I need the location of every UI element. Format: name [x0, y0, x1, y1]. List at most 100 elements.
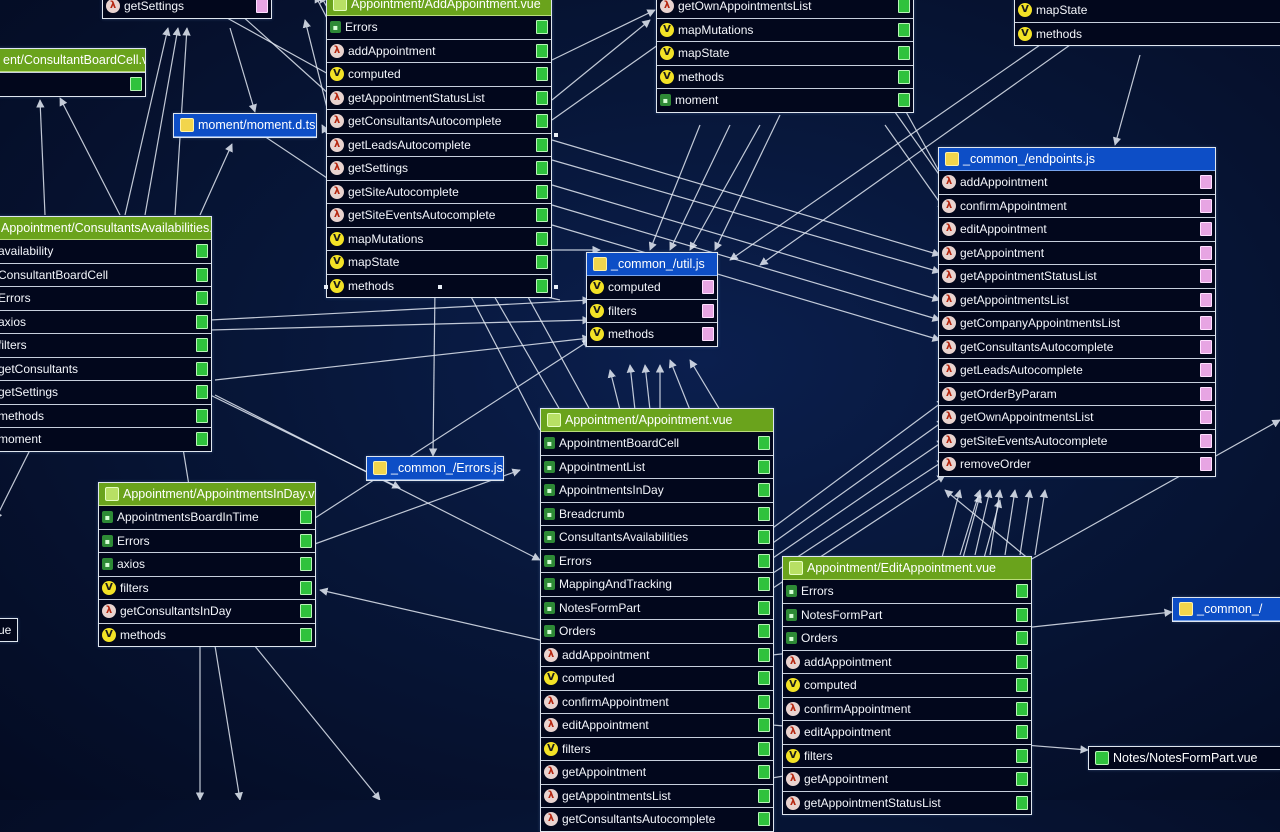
port-icon[interactable] [1200, 292, 1212, 307]
port-icon[interactable] [758, 671, 770, 686]
port-icon[interactable] [1200, 339, 1212, 354]
port-icon[interactable] [1016, 678, 1028, 693]
port-icon[interactable] [898, 93, 910, 108]
port-icon[interactable] [196, 385, 208, 400]
port-icon[interactable] [536, 278, 548, 293]
node-edit-appointment[interactable]: Appointment/EditAppointment.vue ▪Errors▪… [782, 556, 1032, 815]
node-row[interactable]: filters [0, 333, 211, 357]
node-row[interactable]: ▪Errors [327, 16, 551, 39]
node-row[interactable]: ▪AppointmentBoardCell [541, 432, 773, 455]
node-header[interactable]: Appointment/Appointment.vue [541, 409, 773, 432]
port-icon[interactable] [536, 161, 548, 176]
port-icon[interactable] [1016, 701, 1028, 716]
port-icon[interactable] [758, 741, 770, 756]
selection-handle[interactable] [438, 285, 442, 289]
port-icon[interactable] [758, 694, 770, 709]
node-row[interactable]: ▪AppointmentList [541, 454, 773, 479]
node-left-edge-fragment[interactable]: ue [0, 618, 18, 642]
node-header[interactable]: _common_/ [1173, 598, 1280, 621]
node-row[interactable] [0, 72, 145, 96]
port-icon[interactable] [758, 788, 770, 803]
port-icon[interactable] [1200, 386, 1212, 401]
port-icon[interactable] [300, 557, 312, 572]
node-header[interactable]: moment/moment.d.ts [174, 114, 316, 137]
port-icon[interactable] [1200, 363, 1212, 378]
port-icon[interactable] [758, 436, 770, 451]
node-row[interactable]: ▪Orders [541, 619, 773, 643]
node-notes-formpart[interactable]: Notes/NotesFormPart.vue [1088, 746, 1280, 770]
node-row[interactable]: ▪AppointmentsInDay [541, 478, 773, 502]
port-icon[interactable] [536, 208, 548, 223]
port-icon[interactable] [1200, 222, 1212, 237]
node-consultants-availabilities[interactable]: Appointment/ConsultantsAvailabilities.vu… [0, 216, 212, 452]
port-icon[interactable] [536, 90, 548, 105]
node-row[interactable]: moment [0, 427, 211, 451]
node-header[interactable]: Notes/NotesFormPart.vue [1089, 747, 1280, 769]
port-icon[interactable] [1016, 725, 1028, 740]
port-icon[interactable] [758, 765, 770, 780]
port-icon[interactable] [1016, 584, 1028, 599]
port-icon[interactable] [536, 231, 548, 246]
node-row[interactable]: ▪Errors [783, 580, 1031, 603]
port-icon[interactable] [1200, 433, 1212, 448]
port-icon[interactable] [898, 46, 910, 61]
port-icon[interactable] [256, 0, 268, 14]
port-icon[interactable] [536, 67, 548, 82]
port-icon[interactable] [898, 69, 910, 84]
port-icon[interactable] [898, 22, 910, 37]
port-icon[interactable] [758, 624, 770, 639]
node-common-right-edge[interactable]: _common_/ [1172, 597, 1280, 622]
node-header[interactable]: Appointment/EditAppointment.vue [783, 557, 1031, 580]
node-row[interactable]: Errors [0, 286, 211, 310]
port-icon[interactable] [1016, 748, 1028, 763]
port-icon[interactable] [758, 553, 770, 568]
node-row[interactable]: ▪NotesFormPart [783, 602, 1031, 627]
port-icon[interactable] [1200, 198, 1212, 213]
port-icon[interactable] [758, 483, 770, 498]
node-row[interactable]: getSettings [0, 380, 211, 404]
port-icon[interactable] [300, 627, 312, 642]
node-row[interactable]: axios [0, 309, 211, 334]
port-icon[interactable] [536, 137, 548, 152]
node-row[interactable]: ▪Errors [99, 528, 315, 553]
port-icon[interactable] [536, 114, 548, 129]
port-icon[interactable] [536, 255, 548, 270]
port-icon[interactable] [1016, 795, 1028, 810]
node-header[interactable]: Appointment/AddAppointment.vue [327, 0, 551, 16]
node-header[interactable]: _common_/util.js [587, 253, 717, 276]
node-row[interactable]: ▪ConsultantsAvailabilities [541, 525, 773, 549]
node-row[interactable]: ▪Breadcrumb [541, 501, 773, 526]
port-icon[interactable] [196, 244, 208, 259]
port-icon[interactable] [1200, 457, 1212, 472]
